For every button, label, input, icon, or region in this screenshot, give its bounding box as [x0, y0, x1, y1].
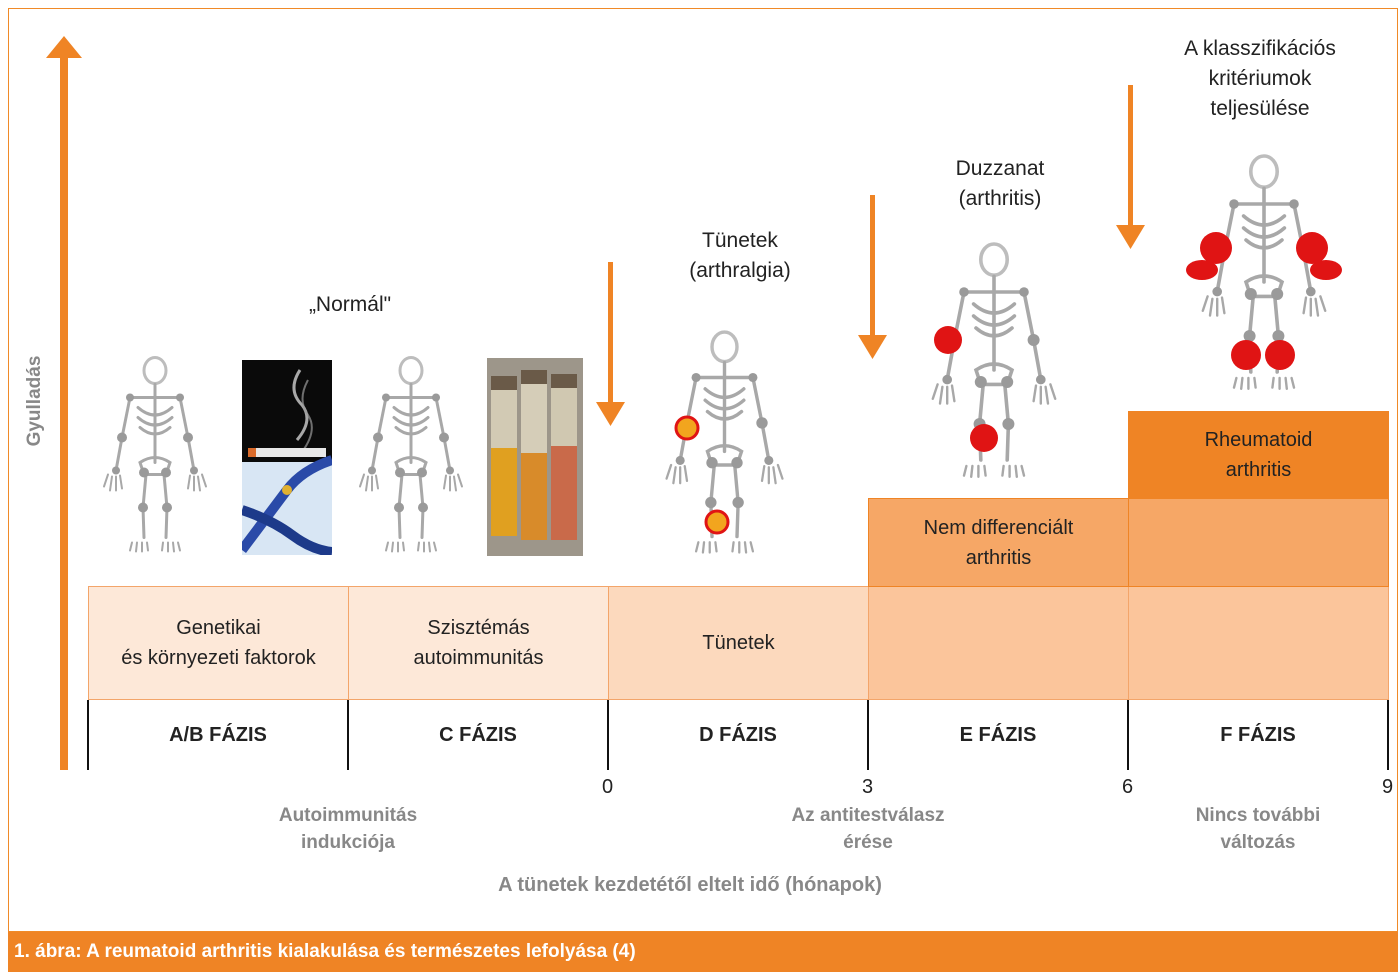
figure-caption: 1. ábra: A reumatoid arthritis kialakulá… [8, 932, 1398, 972]
label-swelling: Duzzanat (arthritis) [955, 157, 1045, 210]
y-axis-label: Gyulladás [24, 355, 45, 447]
tick-3: 3 [862, 776, 874, 798]
swollen-hand-icon [1310, 260, 1342, 280]
y-axis-arrow [46, 36, 82, 770]
phase-d: D FÁZIS [699, 723, 777, 746]
box-phase-f-base [1128, 586, 1389, 700]
arrow-down-d [596, 262, 625, 426]
skeleton-f [1186, 150, 1342, 390]
phase-divider [1127, 700, 1129, 770]
skeleton-ab [100, 350, 210, 555]
label-criteria: A klasszifikációs kritériumok teljesülés… [1184, 37, 1336, 120]
label-symptoms: Tünetek (arthralgia) [689, 229, 791, 282]
phase-divider [1387, 700, 1389, 770]
swollen-joint-icon [1265, 340, 1295, 370]
x-axis-label: A tünetek kezdetétől eltelt idő (hónapok… [498, 874, 882, 896]
arrow-down-e [858, 195, 887, 359]
phase-f: F FÁZIS [1220, 723, 1296, 746]
skeleton-c [356, 350, 466, 555]
phase-c: C FÁZIS [439, 723, 517, 746]
photo-blood-tubes [487, 358, 583, 556]
swollen-hand-icon [1186, 260, 1218, 280]
phase-ab: A/B FÁZIS [169, 723, 267, 746]
phase-divider [867, 700, 869, 770]
inflamed-ankle-icon [704, 509, 730, 535]
photo-smoking-dna [242, 360, 332, 555]
tick-0: 0 [602, 776, 614, 798]
tick-6: 6 [1122, 776, 1134, 798]
tick-9: 9 [1382, 776, 1394, 798]
skeleton-e [914, 238, 1074, 478]
swollen-joint-icon [970, 424, 998, 452]
label-normal: „Normál" [308, 293, 392, 316]
arrow-down-f [1116, 85, 1145, 249]
swollen-joint-icon [1200, 232, 1232, 264]
phase-e: E FÁZIS [959, 723, 1037, 746]
swollen-joint-icon [934, 326, 962, 354]
box-phase-f-mid [1128, 498, 1389, 587]
skeleton-d [664, 330, 785, 555]
phase-divider [607, 700, 609, 770]
box-symptoms: Tünetek [608, 586, 869, 700]
phase-divider [87, 700, 89, 770]
box-phase-e-base [868, 586, 1129, 700]
inflamed-wrist-icon [674, 415, 700, 441]
swollen-joint-icon [1296, 232, 1328, 264]
swollen-joint-icon [1231, 340, 1261, 370]
phase-divider [347, 700, 349, 770]
